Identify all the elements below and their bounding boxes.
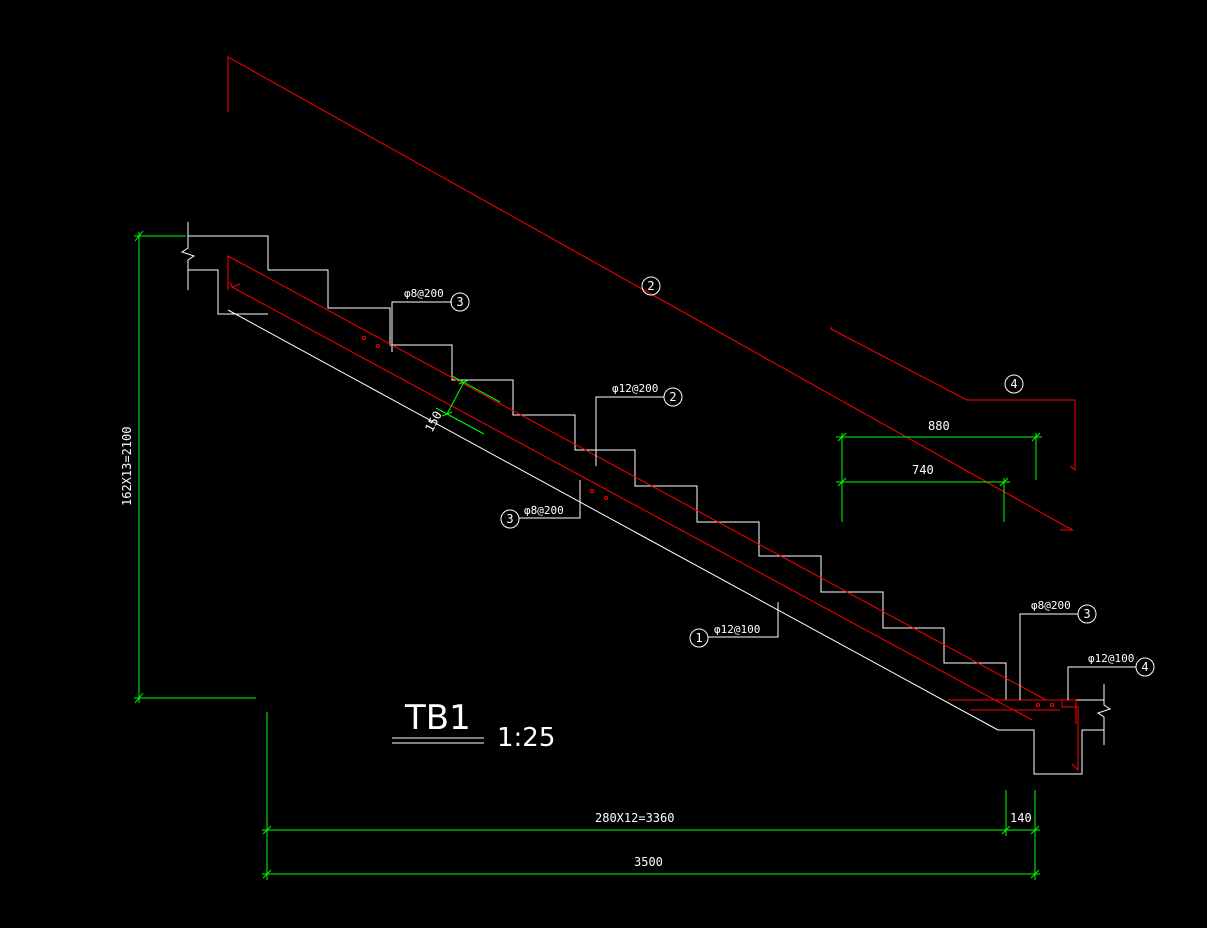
callout-bar1-id: 1 (695, 631, 702, 645)
callout-bar1-spec: φ12@100 (714, 623, 760, 636)
dist-bar-dot (376, 344, 380, 348)
dim-run-steps: 280X12=3360 140 (262, 712, 1040, 880)
dim-run-total-text: 3500 (634, 855, 663, 869)
dim-height-total-text: 162X13=2100 (120, 427, 134, 506)
bar1-hook (231, 283, 241, 288)
bottom-break-symbol (1096, 684, 1112, 745)
callout-bar4-spec: φ12@100 (1088, 652, 1134, 665)
dim-bar4-outer: 880 (836, 419, 1042, 522)
callout-bar3-bottom-spec: φ8@200 (1031, 599, 1071, 612)
drawing-title: TB1 (404, 698, 471, 738)
top-support-lower (188, 269, 268, 315)
callout-bar4: φ12@100 4 (1067, 652, 1155, 700)
bar1-section (229, 281, 1033, 721)
bottom-landing-beam (998, 729, 1104, 775)
dim-bar4-inner-text: 740 (912, 463, 934, 477)
dist-bar-dot (1036, 703, 1040, 707)
callout-bar1: φ12@100 1 (689, 602, 779, 648)
callout-bar2-spec: φ12@200 (612, 382, 658, 395)
bar4-detail-shape (830, 326, 1076, 472)
bar-mark-2-detail-label: 2 (647, 279, 654, 293)
callout-bar3-mid-spec: φ8@200 (524, 504, 564, 517)
dim-slab-thickness-text: 150 (422, 409, 445, 435)
top-break-symbol (180, 236, 196, 290)
top-support-break (187, 222, 269, 270)
callout-bar2-id: 2 (669, 390, 676, 404)
rebar-group (227, 56, 1079, 772)
callout-bar3-bottom: φ8@200 3 (1019, 599, 1097, 700)
callout-bar3-top-spec: φ8@200 (404, 287, 444, 300)
stair-steps (268, 269, 1007, 700)
drawing-scale: 1:25 (497, 723, 555, 753)
callout-bar3-bottom-id: 3 (1083, 607, 1090, 621)
bar2-detail-shape (227, 56, 1074, 531)
drawing-title-block: TB1 1:25 (392, 698, 555, 753)
callout-bar3-top: φ8@200 3 (391, 287, 470, 352)
callout-bar3-top-id: 3 (456, 295, 463, 309)
dim-bar4-outer-text: 880 (928, 419, 950, 433)
callout-bar2: φ12@200 2 (595, 382, 683, 466)
bar4-section (948, 699, 1079, 772)
dim-run-steps-text: 280X12=3360 (595, 811, 674, 825)
dist-bar-dot (604, 496, 608, 500)
dim-landing-seat-text: 140 (1010, 811, 1032, 825)
dist-bar-dot (362, 336, 366, 340)
bar-mark-4-detail-label: 4 (1010, 377, 1017, 391)
dist-bar-dot (1050, 703, 1054, 707)
bar2-section (227, 255, 1077, 724)
dim-run-total: 3500 (262, 855, 1040, 879)
dim-height-total: 162X13=2100 (120, 230, 256, 704)
dim-bar4-inner: 740 (836, 463, 1010, 522)
stair-concrete-outline (180, 222, 1112, 775)
bar-mark-2-detail: 2 (641, 276, 661, 296)
dist-bar-dot (590, 489, 594, 493)
callout-bar3-mid: φ8@200 3 (500, 480, 581, 529)
callout-bar3-mid-id: 3 (506, 512, 513, 526)
stair-soffit (227, 309, 999, 731)
bar-mark-4-detail: 4 (1004, 374, 1024, 394)
callout-bar4-id: 4 (1141, 660, 1148, 674)
